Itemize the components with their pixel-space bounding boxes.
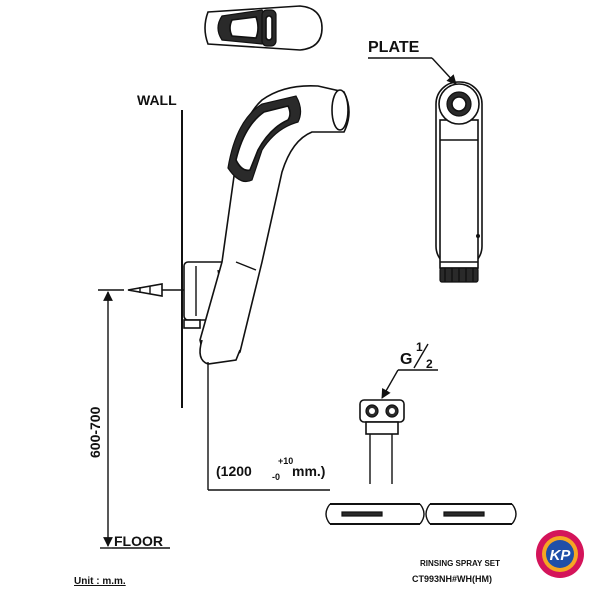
unit-label: Unit : m.m. [74,576,126,587]
height-label: 600-700 [87,406,103,458]
model-label: CT993NH#WH(HM) [412,574,492,584]
hose-tol-minus-label: -0 [272,472,280,482]
thread-den-label: 2 [426,357,433,371]
spray-head-top-view [204,5,323,51]
title-label: RINSING SPRAY SET [420,559,500,568]
thread-g-label: G [400,351,412,368]
hand-shower-side-view [199,84,350,365]
thread-num-label: 1 [416,340,423,354]
hose-connector [359,399,405,484]
height-dimension: 600-700 FLOOR [87,289,170,549]
brand-logo: KP [536,530,584,578]
wall: WALL [137,92,183,408]
spray-head-front-view [435,81,483,283]
hose-length-route: (1200 +10 -0 mm.) [207,362,330,491]
wall-label: WALL [137,92,177,108]
hose-open-label: (1200 [216,463,252,479]
fixing-screw [127,283,184,297]
hose-tol-plus-label: +10 [278,456,293,466]
footer: Unit : m.m. RINSING SPRAY SET CT993NH#WH… [74,559,500,587]
floor-label: FLOOR [114,533,163,549]
hose-break-view [325,503,517,525]
logo-text: KP [550,547,572,564]
plate-label: PLATE [368,39,420,56]
plate-callout: PLATE [368,39,457,85]
hose-unit-label: mm.) [292,463,325,479]
thread-callout: G 1 2 [381,340,438,399]
